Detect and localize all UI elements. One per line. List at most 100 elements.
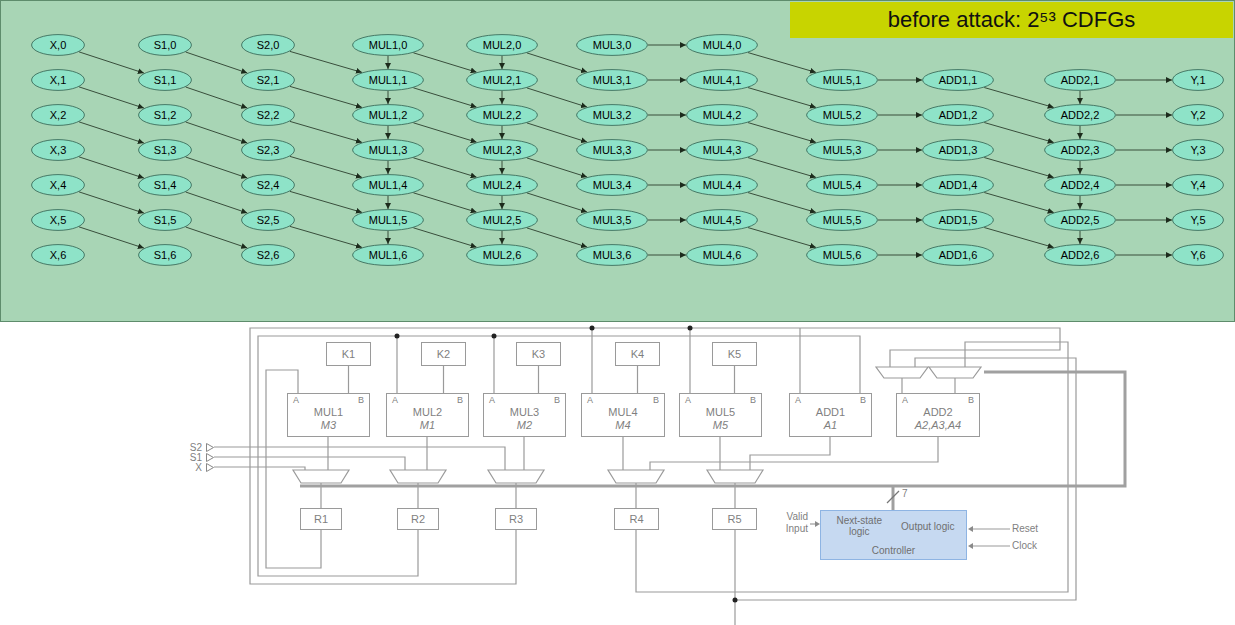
ellipse-outline — [1173, 175, 1224, 196]
cdfg-node: MUL3,3 — [576, 139, 648, 161]
constant-box: K5 — [712, 342, 757, 366]
connector — [1116, 220, 1172, 221]
connector — [388, 161, 389, 174]
connector — [878, 185, 922, 186]
node-text: A1 — [824, 419, 837, 432]
wire — [719, 437, 720, 470]
ellipse-outline — [242, 175, 295, 196]
cdfg-node: S2,0 — [241, 34, 295, 56]
connector — [413, 228, 476, 247]
connector — [186, 87, 248, 108]
functional-unit: ABMUL5M5 — [679, 393, 762, 437]
connector — [186, 52, 248, 73]
ellipse-outline — [1173, 70, 1224, 91]
cdfg-node: X,0 — [31, 34, 85, 56]
cdfg-node: S1,1 — [138, 69, 192, 91]
cdfg-node: S1,3 — [138, 139, 192, 161]
node-text: MUL4 — [608, 406, 637, 419]
node-text: K3 — [532, 348, 545, 361]
functional-unit: ABMUL2M1 — [386, 393, 469, 437]
connector — [527, 123, 587, 142]
connector — [984, 88, 1054, 108]
node-text: ADD1 — [816, 406, 845, 419]
wire — [327, 437, 328, 470]
node-text: MUL2,3 — [483, 144, 522, 157]
cdfg-node: MUL2,6 — [466, 244, 538, 266]
connector — [502, 196, 503, 209]
node-text: MUL1,3 — [369, 144, 408, 157]
node-text: MUL2,0 — [483, 39, 522, 52]
connector — [1116, 80, 1172, 81]
cdfg-node: MUL1,6 — [352, 244, 424, 266]
cdfg-node: MUL3,4 — [576, 174, 648, 196]
cdfg-node: MUL2,2 — [466, 104, 538, 126]
ellipse-outline — [687, 210, 758, 231]
input-triangle — [206, 453, 214, 462]
connector — [1080, 91, 1081, 104]
register-box: R2 — [397, 508, 439, 530]
ellipse-outline — [687, 245, 758, 266]
node-text: B — [750, 395, 756, 406]
connector — [502, 56, 503, 69]
ellipse-outline — [577, 70, 648, 91]
node-text: X — [195, 462, 202, 473]
cdfg-node: MUL3,6 — [576, 244, 648, 266]
ellipse-outline — [353, 35, 424, 56]
connector — [413, 193, 476, 212]
ellipse-outline — [467, 210, 538, 231]
node-text: MUL3,5 — [593, 214, 632, 227]
connector — [648, 185, 686, 186]
cdfg-node: X,5 — [31, 209, 85, 231]
functional-unit: ABADD1A1 — [789, 393, 872, 437]
node-text: S2,0 — [257, 39, 280, 52]
cdfg-node: MUL4,6 — [686, 244, 758, 266]
node-text: MUL3,1 — [593, 74, 632, 87]
node-text: MUL2,2 — [483, 109, 522, 122]
node-text: ADD2 — [923, 406, 952, 419]
node-text: S2,6 — [257, 249, 280, 262]
multiplexer — [876, 367, 928, 378]
connector — [527, 88, 587, 107]
node-text: Y,4 — [1190, 179, 1205, 192]
node-text: M5 — [713, 419, 728, 432]
node-text: MUL5,6 — [823, 249, 862, 262]
connector — [1116, 185, 1172, 186]
node-text: A — [685, 395, 691, 406]
multiplexer — [707, 470, 763, 483]
connector — [878, 220, 922, 221]
node-text: ADD1,4 — [939, 179, 978, 192]
connector — [290, 156, 362, 177]
cdfg-node: MUL5,5 — [806, 209, 878, 231]
ellipse-outline — [139, 245, 192, 266]
controller-box: Next-state logicOutput logicController — [820, 510, 967, 560]
ellipse-outline — [467, 35, 538, 56]
ellipse-outline — [467, 70, 538, 91]
cdfg-node: MUL4,0 — [686, 34, 758, 56]
cdfg-node: ADD1,4 — [922, 174, 994, 196]
node-text: S2,3 — [257, 144, 280, 157]
ellipse-outline — [577, 105, 648, 126]
cdfg-node: Y,1 — [1172, 69, 1224, 91]
connector — [748, 123, 816, 143]
connector — [648, 80, 686, 81]
connector — [648, 150, 686, 151]
control-bus — [300, 372, 1125, 486]
node-text: MUL4,1 — [703, 74, 742, 87]
ellipse-outline — [353, 140, 424, 161]
connector — [413, 53, 476, 72]
cdfg-node: ADD2,1 — [1044, 69, 1116, 91]
cdfg-node: MUL5,2 — [806, 104, 878, 126]
cdfg-node: Y,5 — [1172, 209, 1224, 231]
ellipse-outline — [687, 70, 758, 91]
connector — [648, 255, 686, 256]
connector — [502, 91, 503, 104]
node-text: Next-state logic — [825, 515, 894, 537]
node-text: Y,3 — [1190, 144, 1205, 157]
wire — [396, 336, 397, 393]
node-text: Y,5 — [1190, 214, 1205, 227]
ellipse-outline — [1173, 105, 1224, 126]
wire — [258, 336, 860, 576]
connector — [79, 122, 144, 143]
node-text: X,3 — [50, 144, 67, 157]
